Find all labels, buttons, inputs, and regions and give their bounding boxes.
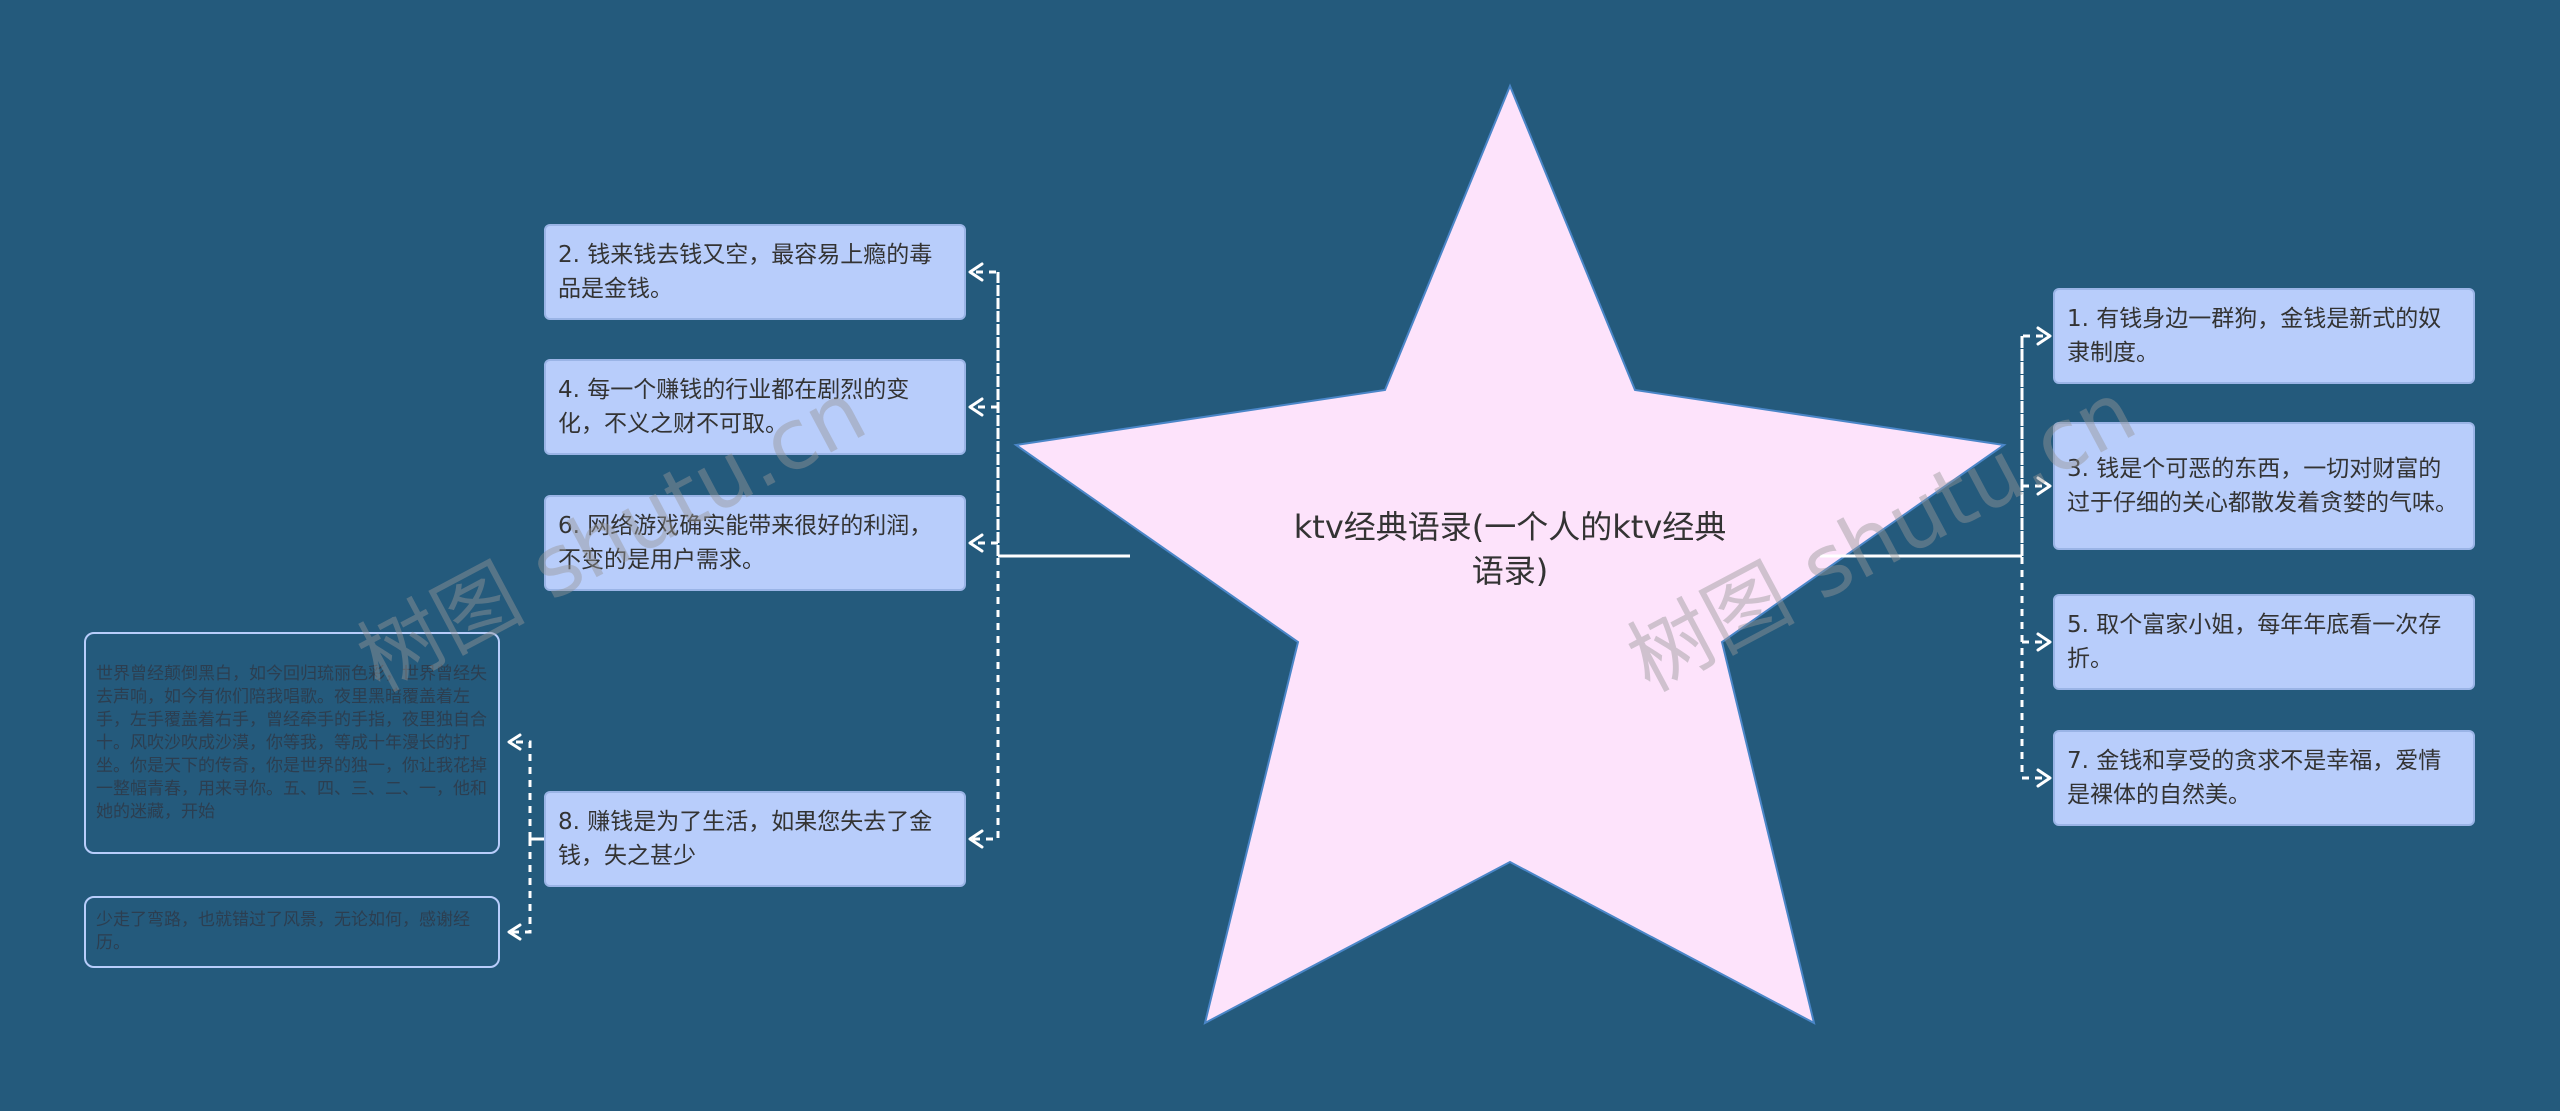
left-dashed-spine [972, 270, 1000, 841]
left-arrow-3 [968, 533, 984, 553]
root-star-shape [1013, 83, 2007, 1025]
right-arrow-4 [2036, 768, 2052, 788]
right-dashed-spine [2020, 334, 2048, 780]
left-arrow-2 [968, 397, 984, 417]
left-arrow-1 [968, 262, 984, 282]
branch-node-6-text: 6. 网络游戏确实能带来很好的利润，不变的是用户需求。 [558, 513, 933, 573]
sub-arrow-2 [507, 923, 522, 941]
right-arrow-1 [2036, 326, 2052, 346]
branch-node-1-text: 1. 有钱身边一群狗，金钱是新式的奴隶制度。 [2067, 306, 2442, 366]
branch-node-6[interactable]: 6. 网络游戏确实能带来很好的利润，不变的是用户需求。 [544, 495, 966, 591]
root-title: ktv经典语录(一个人的ktv经典语录) [1293, 508, 1727, 590]
sub-arrow-1 [507, 733, 522, 751]
branch-node-7[interactable]: 7. 金钱和享受的贪求不是幸福，爱情是裸体的自然美。 [2053, 730, 2475, 826]
branch-node-1[interactable]: 1. 有钱身边一群狗，金钱是新式的奴隶制度。 [2053, 288, 2475, 384]
branch-node-3-text: 3. 钱是个可恶的东西，一切对财富的过于仔细的关心都散发着贪婪的气味。 [2067, 456, 2458, 516]
sub-dashed-spine [512, 740, 532, 934]
branch-node-8-text: 8. 赚钱是为了生活，如果您失去了金钱，失之甚少 [558, 809, 933, 869]
branch-node-5[interactable]: 5. 取个富家小姐，每年年底看一次存折。 [2053, 594, 2475, 690]
left-arrow-4 [968, 829, 984, 849]
branch-node-3[interactable]: 3. 钱是个可恶的东西，一切对财富的过于仔细的关心都散发着贪婪的气味。 [2053, 422, 2475, 550]
branch-node-4[interactable]: 4. 每一个赚钱的行业都在剧烈的变化，不义之财不可取。 [544, 359, 966, 455]
sub-node-gratitude[interactable]: 少走了弯路，也就错过了风景，无论如何，感谢经历。 [84, 896, 500, 968]
right-arrow-2 [2036, 476, 2052, 496]
right-arrow-3 [2036, 632, 2052, 652]
branch-node-2[interactable]: 2. 钱来钱去钱又空，最容易上瘾的毒品是金钱。 [544, 224, 966, 320]
branch-node-7-text: 7. 金钱和享受的贪求不是幸福，爱情是裸体的自然美。 [2067, 748, 2442, 808]
branch-node-8[interactable]: 8. 赚钱是为了生活，如果您失去了金钱，失之甚少 [544, 791, 966, 887]
sub-node-gratitude-text: 少走了弯路，也就错过了风景，无论如何，感谢经历。 [96, 910, 470, 953]
branch-node-4-text: 4. 每一个赚钱的行业都在剧烈的变化，不义之财不可取。 [558, 377, 910, 437]
sub-node-lyrics-text: 世界曾经颠倒黑白，如今回归琉丽色彩，世界曾经失去声响，如今有你们陪我唱歌。夜里黑… [96, 663, 487, 822]
sub-node-lyrics[interactable]: 世界曾经颠倒黑白，如今回归琉丽色彩，世界曾经失去声响，如今有你们陪我唱歌。夜里黑… [84, 632, 500, 854]
branch-node-5-text: 5. 取个富家小姐，每年年底看一次存折。 [2067, 612, 2442, 672]
branch-node-2-text: 2. 钱来钱去钱又空，最容易上瘾的毒品是金钱。 [558, 242, 933, 302]
